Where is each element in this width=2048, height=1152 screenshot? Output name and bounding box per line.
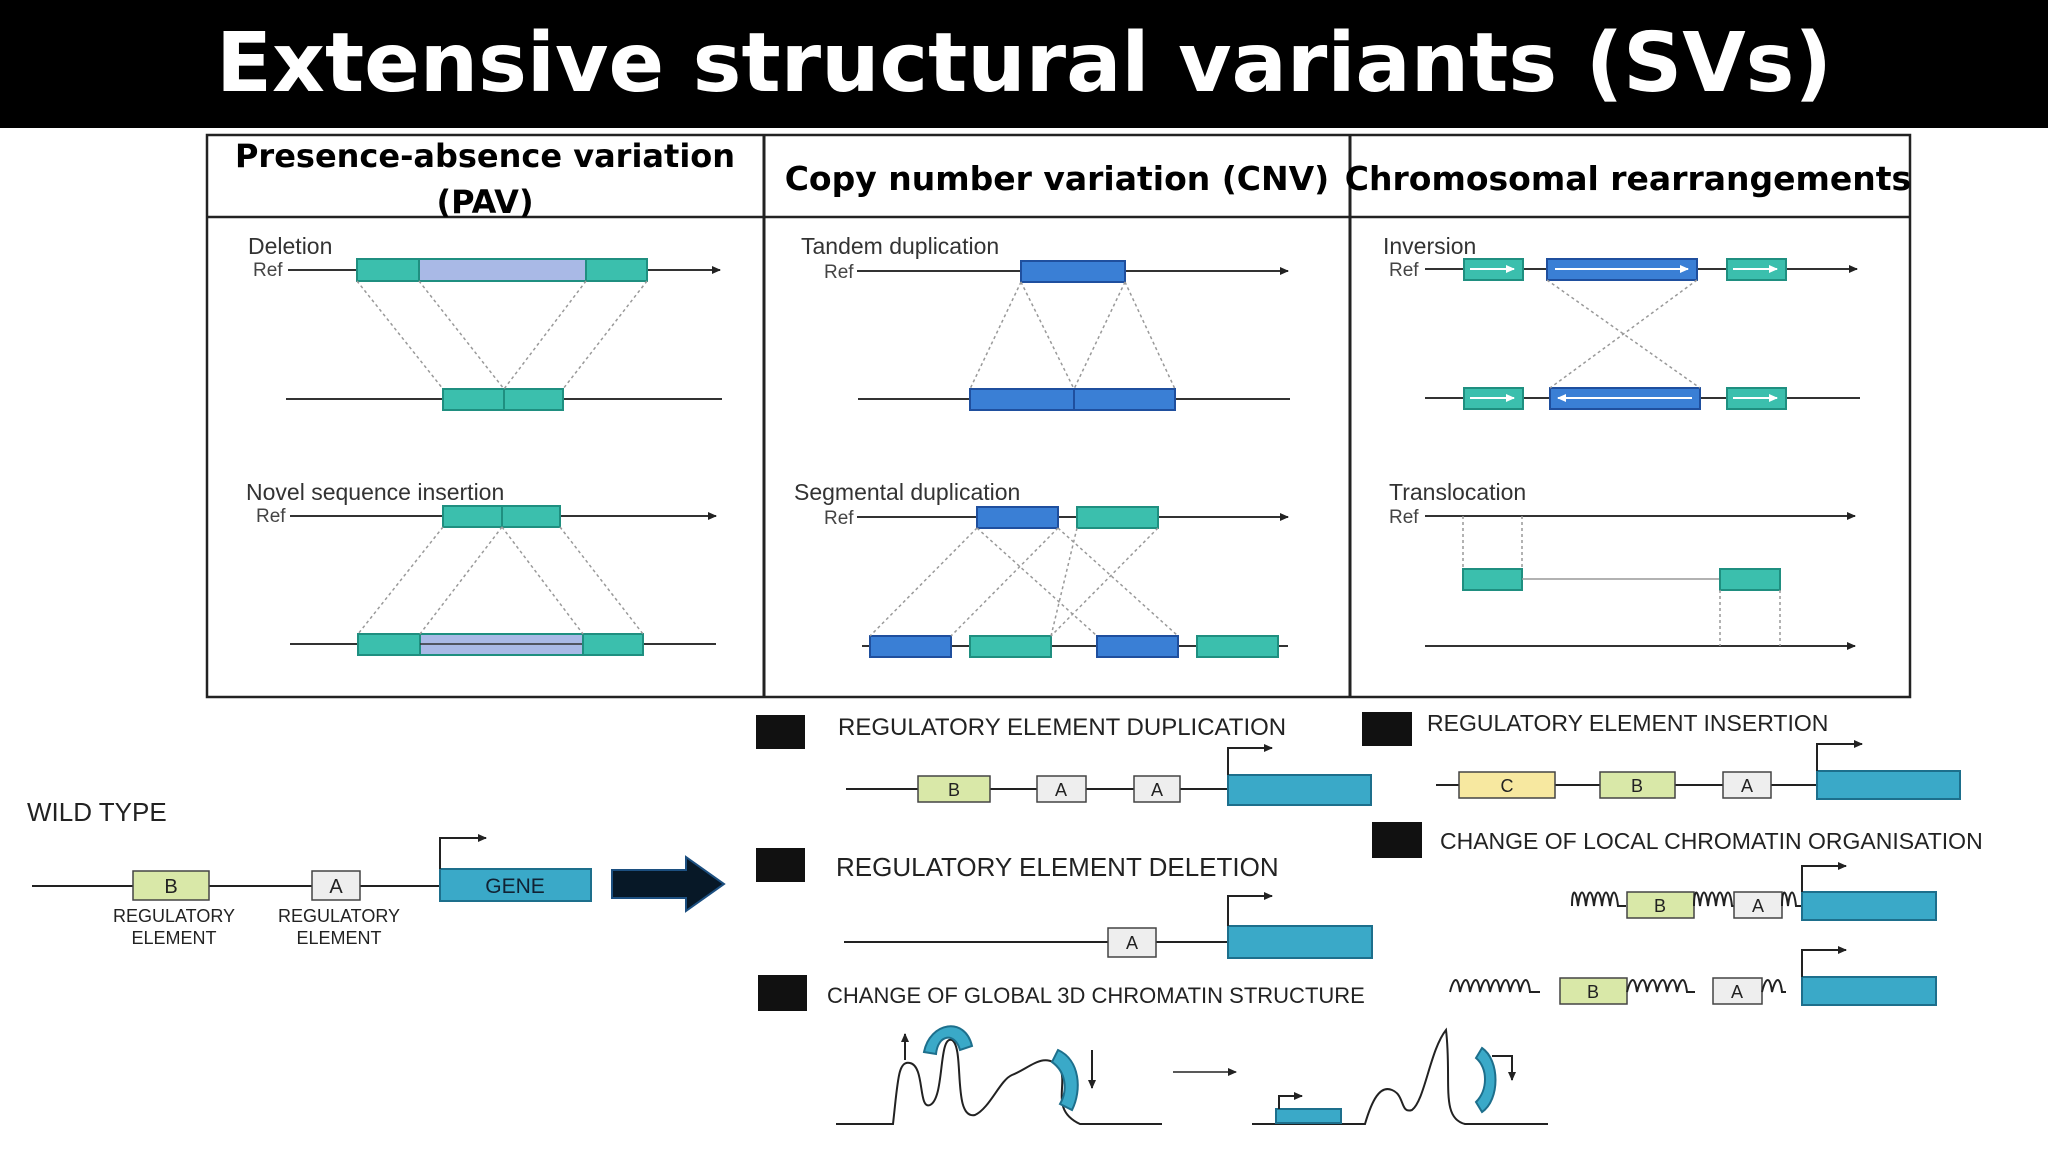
gene-text: GENE: [485, 875, 545, 898]
element-b-text: B: [1587, 982, 1599, 1002]
title-bar: Extensive structural variants (SVs): [0, 0, 2048, 128]
slide-title: Extensive structural variants (SVs): [216, 16, 1832, 111]
ref-label: Ref: [256, 506, 286, 527]
translocation-label: Translocation: [1389, 479, 1526, 505]
del-title: REGULATORY ELEMENT DELETION: [836, 852, 1279, 882]
panel-segmental-duplication: Segmental duplication Ref: [794, 479, 1289, 658]
header-rearrangements: Chromosomal rearrangements: [1345, 159, 1911, 198]
ins-title: REGULATORY ELEMENT INSERTION: [1427, 710, 1828, 736]
element-a-text: A: [1126, 933, 1138, 953]
ref-label: Ref: [824, 262, 854, 283]
panel-element-duplication: REGULATORY ELEMENT DUPLICATION B A A: [756, 714, 1372, 806]
element-b-box: [132, 870, 210, 901]
regulatory-label: REGULATORY: [113, 906, 235, 926]
element-b-text: B: [1654, 896, 1666, 916]
element-b-text: B: [164, 876, 177, 898]
element-a-text: A: [329, 876, 343, 898]
element-a-text: A: [1752, 896, 1764, 916]
ref-label: Ref: [253, 260, 283, 281]
element-a-text: A: [1731, 982, 1743, 1002]
local-title: CHANGE OF LOCAL CHROMATIN ORGANISATION: [1440, 828, 1983, 854]
global-title: CHANGE OF GLOBAL 3D CHROMATIN STRUCTURE: [827, 983, 1365, 1008]
element-a-text: A: [1741, 776, 1753, 796]
panel-local-chromatin: CHANGE OF LOCAL CHROMATIN ORGANISATION B…: [1372, 822, 1983, 1006]
element-b-text: B: [948, 780, 960, 800]
header-cnv: Copy number variation (CNV): [785, 159, 1330, 198]
element-label: ELEMENT: [296, 928, 381, 948]
element-a-box: [311, 870, 361, 901]
panel-inversion: Inversion Ref: [1383, 233, 1860, 410]
bullet-square: [756, 848, 805, 882]
panel-tandem-duplication: Tandem duplication Ref: [801, 233, 1290, 411]
wild-type-diagram: WILD TYPE B A REGULATORY ELEMENT REGULAT…: [27, 797, 726, 948]
dup-title: REGULATORY ELEMENT DUPLICATION: [838, 714, 1286, 741]
bullet-square: [1372, 822, 1422, 858]
element-a-text: A: [1151, 780, 1163, 800]
tandem-duplication-label: Tandem duplication: [801, 233, 999, 259]
element-a-text: A: [1055, 780, 1067, 800]
inversion-label: Inversion: [1383, 233, 1476, 259]
panel-element-deletion: REGULATORY ELEMENT DELETION A: [756, 848, 1373, 959]
panel-element-insertion: REGULATORY ELEMENT INSERTION C B A: [1362, 710, 1961, 800]
deletion-label: Deletion: [248, 233, 332, 259]
ref-label: Ref: [1389, 507, 1419, 528]
bullet-square: [756, 715, 805, 749]
segmental-duplication-label: Segmental duplication: [794, 479, 1020, 505]
gene-box: [439, 868, 592, 902]
panel-global-3d-chromatin: CHANGE OF GLOBAL 3D CHROMATIN STRUCTURE: [758, 975, 1548, 1125]
wild-type-label: WILD TYPE: [27, 797, 167, 827]
element-c-text: C: [1501, 776, 1514, 796]
regulatory-label: REGULATORY: [278, 906, 400, 926]
panel-novel-insertion: Novel sequence insertion Ref: [246, 479, 717, 656]
panel-deletion: Deletion Ref: [248, 233, 722, 411]
panel-translocation: Translocation Ref: [1389, 479, 1856, 650]
element-label: ELEMENT: [131, 928, 216, 948]
ref-label: Ref: [824, 508, 854, 529]
ref-label: Ref: [1389, 260, 1419, 281]
header-pav: Presence-absence variation(PAV): [235, 137, 735, 221]
bullet-square: [758, 975, 807, 1011]
sv-table: Presence-absence variation(PAV) Copy num…: [205, 133, 1912, 699]
bullet-square: [1362, 712, 1412, 746]
novel-insertion-label: Novel sequence insertion: [246, 479, 504, 505]
element-b-text: B: [1631, 776, 1643, 796]
transition-arrow: [611, 855, 726, 913]
